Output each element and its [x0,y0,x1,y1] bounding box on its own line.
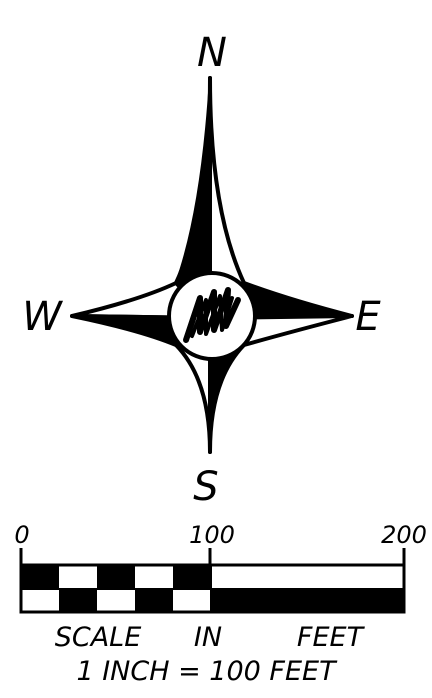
scale-caption-feet: FEET [297,622,366,653]
scale-bar-checker-segment [21,565,211,612]
compass-center-medallion [167,271,257,361]
south-label: S [193,464,218,510]
compass-rose: N S W E [22,30,381,510]
scale-tick-label-0: 0 [14,521,29,549]
scale-ratio-text: 1 INCH = 100 FEET [76,656,338,687]
scale-caption-scale: SCALE [55,622,142,653]
north-label: N [197,30,227,76]
scale-tick-label-200: 200 [381,521,427,549]
scale-bar-solid-segment [211,565,404,612]
east-label: E [355,294,381,340]
scale-bar: 0 100 200 [14,521,427,687]
scale-tick-label-100: 100 [189,521,235,549]
west-label: W [22,294,63,340]
scale-caption-in: IN [194,622,222,653]
